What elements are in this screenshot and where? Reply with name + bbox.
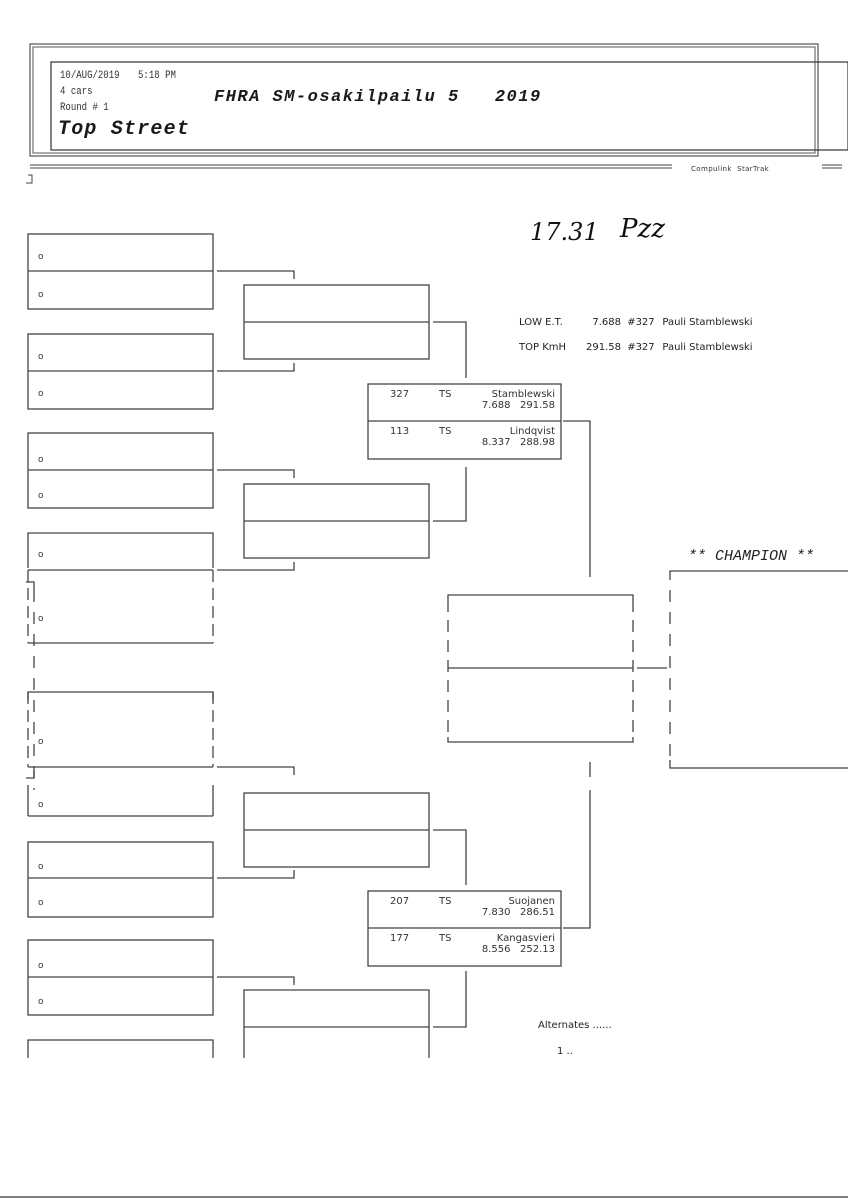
trap-speed: 291.58 (520, 400, 555, 411)
car-number: 207 (390, 896, 410, 907)
car-number: 327 (390, 389, 410, 400)
semifinal-1-lane-2: 113 TS Lindqvist 8.337 288.98 (368, 422, 561, 458)
car-count: 4 cars (60, 86, 93, 98)
report-date: 10/AUG/2019 (60, 70, 120, 82)
run-stats: 8.556 252.13 (482, 944, 555, 955)
record-label: TOP KmH (519, 342, 567, 353)
record-value: 291.58 (586, 342, 621, 353)
lane-marker: o (38, 800, 44, 810)
trap-speed: 252.13 (520, 944, 555, 955)
handwritten-time: 17.31 (530, 218, 599, 246)
header-frame (26, 43, 848, 184)
trap-speed: 288.98 (520, 437, 555, 448)
lane-marker: o (38, 389, 44, 399)
car-class: TS (439, 426, 452, 437)
record-driver: Pauli Stamblewski (662, 317, 753, 328)
lane-marker: o (38, 898, 44, 908)
car-class: TS (439, 933, 452, 944)
class-name: Top Street (58, 118, 191, 141)
lane-marker: o (38, 352, 44, 362)
lane-marker: o (38, 252, 44, 262)
run-stats: 7.688 291.58 (482, 400, 555, 411)
run-stats: 8.337 288.98 (482, 437, 555, 448)
car-number: 113 (390, 426, 410, 437)
lane-marker: o (38, 491, 44, 501)
lane-marker: o (38, 455, 44, 465)
semifinal-1-lane-1: 327 TS Stamblewski 7.688 291.58 (368, 385, 561, 421)
lane-marker: o (38, 997, 44, 1007)
trap-speed: 286.51 (520, 907, 555, 918)
round1-boxes (26, 233, 214, 1058)
final-box (447, 594, 667, 743)
brand-label: Compulink StarTrak (691, 165, 770, 173)
lane-marker: o (38, 862, 44, 872)
driver-name: Lindqvist (509, 426, 555, 437)
alternates-label: Alternates ...... (538, 1020, 612, 1031)
round2-boxes (243, 284, 430, 1058)
record-value: 7.688 (592, 317, 621, 328)
champion-box (669, 570, 848, 769)
record-top-speed: TOP KmH 291.58 #327 Pauli Stamblewski (519, 342, 753, 353)
car-class: TS (439, 896, 452, 907)
record-driver: Pauli Stamblewski (662, 342, 753, 353)
run-stats: 7.830 286.51 (482, 907, 555, 918)
lane-marker: o (38, 614, 44, 624)
car-number: 177 (390, 933, 410, 944)
event-title: FHRA SM-osakilpailu 5 2019 (214, 88, 542, 107)
record-low-et: LOW E.T. 7.688 #327 Pauli Stamblewski (519, 317, 753, 328)
elapsed-time: 7.688 (481, 400, 511, 411)
record-label: LOW E.T. (519, 317, 563, 328)
semifinal-2-lane-2: 177 TS Kangasvieri 8.556 252.13 (368, 929, 561, 965)
lane-marker: o (38, 961, 44, 971)
elapsed-time: 8.556 (481, 944, 511, 955)
driver-name: Kangasvieri (496, 933, 555, 944)
semifinal-2-lane-1: 207 TS Suojanen 7.830 286.51 (368, 892, 561, 928)
lane-marker: o (38, 290, 44, 300)
round2-connectors (433, 321, 467, 1028)
record-car: #327 (627, 317, 655, 328)
elapsed-time: 8.337 (481, 437, 511, 448)
alternate-item: 1 .. (557, 1046, 573, 1057)
driver-name: Suojanen (508, 896, 555, 907)
handwritten-signature: Pzz (620, 214, 665, 244)
champion-label: ** CHAMPION ** (688, 548, 815, 565)
semifinal-boxes (367, 383, 562, 967)
lane-marker: o (38, 550, 44, 560)
report-time: 5:18 PM (138, 70, 176, 82)
driver-name: Stamblewski (491, 389, 555, 400)
round1-connectors (217, 270, 295, 985)
car-class: TS (439, 389, 452, 400)
semifinal-connectors (563, 420, 591, 929)
record-car: #327 (627, 342, 655, 353)
elapsed-time: 7.830 (481, 907, 511, 918)
round-number: Round # 1 (60, 102, 109, 114)
lane-marker: o (38, 737, 44, 747)
